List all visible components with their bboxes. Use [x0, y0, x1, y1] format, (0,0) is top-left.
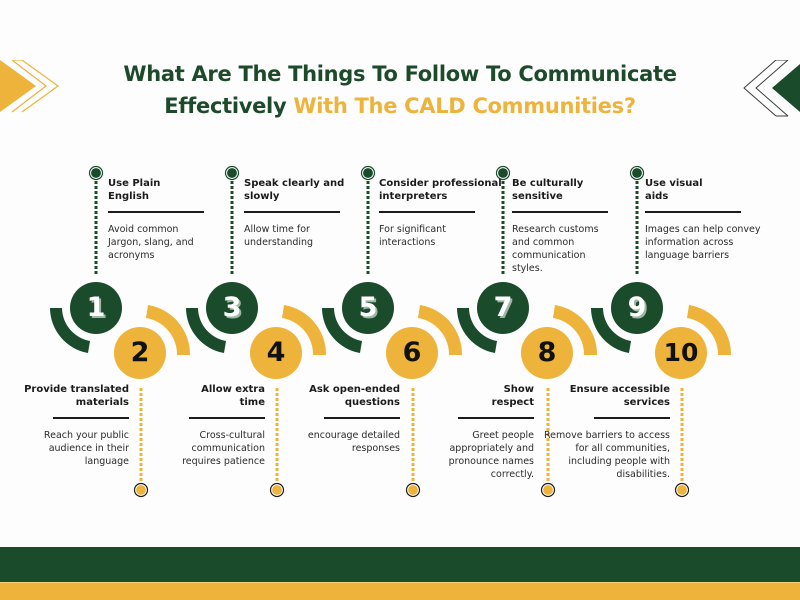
footer-green-band [0, 547, 800, 582]
step-pair-3-4 [186, 165, 327, 498]
step-pair-7-8 [457, 165, 598, 498]
step-4-divider [189, 417, 265, 419]
step-number-2: 2 [130, 337, 150, 368]
chevron-left-decoration-icon [743, 60, 800, 117]
step-pair-1-2 [50, 165, 191, 498]
footer-yellow-band [0, 583, 800, 600]
step-8-divider [458, 417, 534, 419]
step-1-description: Avoid common Jargon, slang, and acronyms [108, 224, 194, 261]
footer-divider-line [0, 582, 800, 583]
step-8-description: Greet people appropriately and pronounce… [448, 430, 534, 480]
step-number-4: 4 [266, 337, 286, 368]
step-2-divider [53, 417, 129, 419]
step-number-1: 1 [86, 292, 106, 323]
step-pair-5-6 [322, 165, 463, 498]
chevron-right-decoration-icon [0, 60, 60, 113]
title-line-2-accent: With The CALD Communities? [293, 94, 636, 118]
page-title: What Are The Things To Follow To Communi… [0, 58, 800, 122]
step-9-description: Images can help convey information acros… [645, 224, 761, 261]
step-number-5: 5 [358, 292, 378, 323]
step-5-divider [379, 211, 475, 213]
step-1-divider [108, 211, 204, 213]
step-10-divider [594, 417, 670, 419]
step-number-10: 10 [663, 338, 699, 367]
step-7-description: Research customs and common communicatio… [512, 224, 599, 274]
step-7-divider [512, 211, 608, 213]
step-number-8: 8 [537, 337, 557, 368]
title-line-1: What Are The Things To Follow To Communi… [123, 62, 677, 86]
step-10-description: Remove barriers to access for all commun… [544, 430, 670, 480]
step-9-divider [645, 211, 741, 213]
step-3-divider [244, 211, 340, 213]
step-number-3: 3 [222, 292, 242, 323]
step-3-description: Allow time for understanding [244, 224, 314, 248]
step-number-6: 6 [402, 337, 422, 368]
step-6-divider [324, 417, 400, 419]
step-6-description: encourage detailed responses [307, 430, 400, 454]
step-5-description: For significant interactions [379, 224, 446, 248]
step-4-description: Cross-cultural communication requires pa… [182, 430, 265, 467]
title-line-2: Effectively With The CALD Communities? [0, 90, 800, 122]
step-number-7: 7 [493, 292, 513, 323]
step-number-9: 9 [627, 292, 647, 323]
step-pair-9-10 [591, 165, 732, 498]
step-2-description: Reach your public audience in their lang… [43, 430, 129, 467]
title-line-2-plain: Effectively [164, 94, 294, 118]
